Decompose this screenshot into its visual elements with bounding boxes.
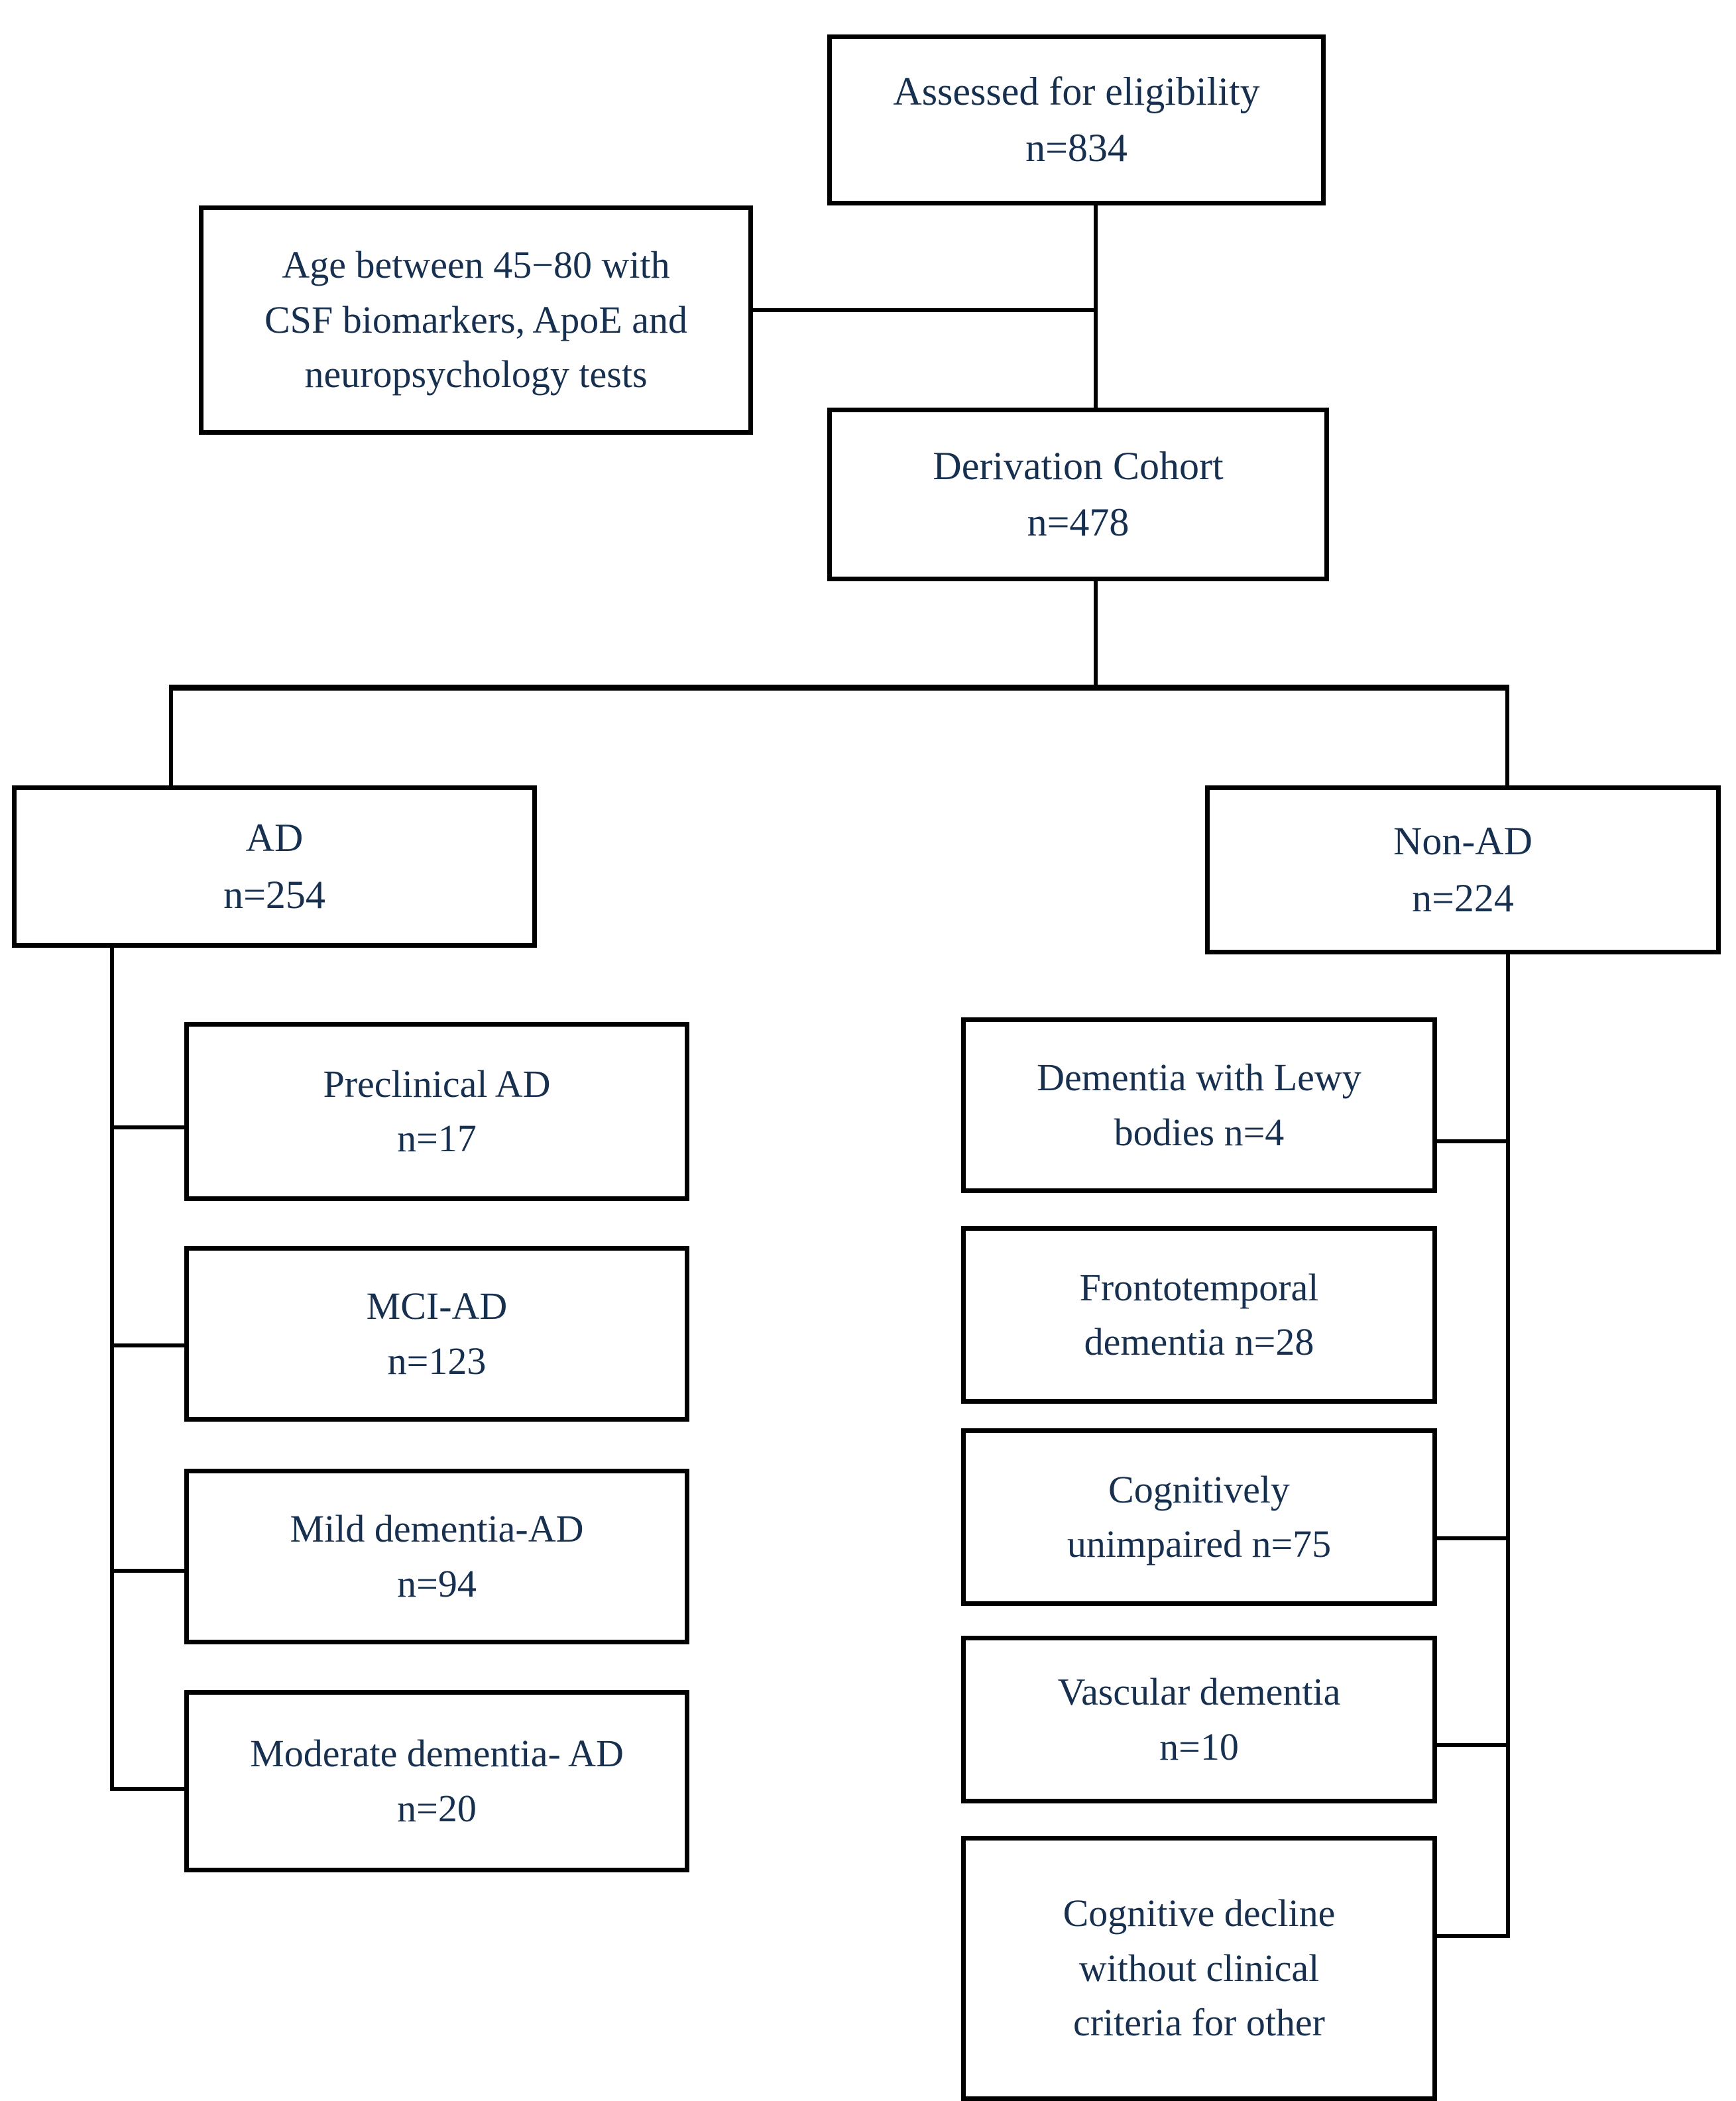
- connector-derivation-to-split: [1094, 581, 1098, 689]
- node-moderate-dementia-ad[interactable]: Moderate dementia- AD n=20: [184, 1690, 689, 1872]
- node-cognitively-unimpaired-line1: Cognitively: [1108, 1467, 1290, 1511]
- connector-stub-preclinical-ad: [110, 1125, 188, 1129]
- connector-stub-moderate-dementia-ad: [110, 1787, 188, 1791]
- node-ad[interactable]: AD n=254: [12, 785, 537, 948]
- criteria-line1: Age between 45−80 with: [282, 243, 670, 287]
- connector-stub-mci-ad: [110, 1343, 188, 1347]
- criteria-line3: neuropsychology tests: [304, 353, 648, 396]
- node-mild-dementia-ad[interactable]: Mild dementia-AD n=94: [184, 1469, 689, 1644]
- connector-criteria-to-trunk: [750, 308, 1096, 312]
- node-cognitively-unimpaired[interactable]: Cognitively unimpaired n=75: [961, 1428, 1437, 1606]
- node-lewy-line1: Dementia with Lewy: [1037, 1056, 1361, 1100]
- node-cognitively-unimpaired-line2: unimpaired n=75: [1067, 1522, 1332, 1565]
- node-ftd-line1: Frontotemporal: [1079, 1265, 1319, 1309]
- node-dementia-with-lewy-bodies[interactable]: Dementia with Lewy bodies n=4: [961, 1017, 1437, 1193]
- node-cognitive-decline-line2: without clinical: [1078, 1946, 1320, 1990]
- node-derivation-count: n=478: [1027, 500, 1129, 544]
- node-derivation-line1: Derivation Cohort: [933, 443, 1224, 488]
- node-non-ad-line1: Non-AD: [1393, 819, 1533, 864]
- node-assessed-for-eligibility[interactable]: Assessed for eligibility n=834: [827, 34, 1326, 205]
- node-cognitive-decline[interactable]: Cognitive decline without clinical crite…: [961, 1836, 1437, 2101]
- connector-split-to-nonad: [1505, 685, 1509, 789]
- connector-stub-cognitively-unimpaired: [1432, 1536, 1510, 1540]
- connector-nonad-spine: [1506, 950, 1510, 1938]
- node-ad-count: n=254: [223, 872, 325, 917]
- node-vascular-line1: Vascular dementia: [1057, 1670, 1341, 1714]
- node-vascular-dementia[interactable]: Vascular dementia n=10: [961, 1636, 1437, 1803]
- node-ftd-line2: dementia n=28: [1084, 1320, 1314, 1363]
- connector-assessed-to-derivation: [1094, 202, 1098, 411]
- node-inclusion-criteria[interactable]: Age between 45−80 with CSF biomarkers, A…: [199, 205, 753, 435]
- connector-stub-cognitive-decline: [1432, 1934, 1510, 1938]
- connector-split-to-ad: [169, 685, 173, 789]
- node-moderate-dementia-ad-line1: Moderate dementia- AD: [250, 1732, 624, 1776]
- node-lewy-line2: bodies n=4: [1114, 1110, 1285, 1154]
- node-frontotemporal-dementia[interactable]: Frontotemporal dementia n=28: [961, 1226, 1437, 1404]
- node-non-ad[interactable]: Non-AD n=224: [1205, 785, 1721, 954]
- node-ad-line1: AD: [245, 816, 304, 860]
- node-vascular-count: n=10: [1159, 1725, 1239, 1768]
- node-non-ad-count: n=224: [1412, 876, 1514, 920]
- connector-stub-lewy: [1432, 1139, 1510, 1143]
- node-assessed-line1: Assessed for eligibility: [893, 69, 1260, 113]
- node-preclinical-ad-count: n=17: [397, 1117, 477, 1160]
- node-cognitive-decline-line3: criteria for other: [1072, 2001, 1325, 2045]
- node-mci-ad-count: n=123: [387, 1339, 487, 1383]
- node-mild-dementia-ad-count: n=94: [397, 1562, 477, 1605]
- connector-stub-mild-dementia-ad: [110, 1569, 188, 1573]
- node-derivation-cohort[interactable]: Derivation Cohort n=478: [827, 408, 1329, 581]
- connector-stub-vascular: [1432, 1743, 1510, 1747]
- node-mci-ad-line1: MCI-AD: [366, 1284, 508, 1328]
- node-preclinical-ad-line1: Preclinical AD: [323, 1062, 551, 1106]
- node-mild-dementia-ad-line1: Mild dementia-AD: [290, 1507, 584, 1551]
- criteria-line2: CSF biomarkers, ApoE and: [264, 298, 687, 341]
- connector-ad-spine: [110, 944, 114, 1790]
- node-moderate-dementia-ad-count: n=20: [397, 1786, 477, 1830]
- connector-split-bar: [169, 685, 1509, 691]
- node-mci-ad[interactable]: MCI-AD n=123: [184, 1246, 689, 1422]
- node-cognitive-decline-line1: Cognitive decline: [1063, 1892, 1336, 1935]
- node-assessed-count: n=834: [1025, 126, 1128, 170]
- node-preclinical-ad[interactable]: Preclinical AD n=17: [184, 1022, 689, 1201]
